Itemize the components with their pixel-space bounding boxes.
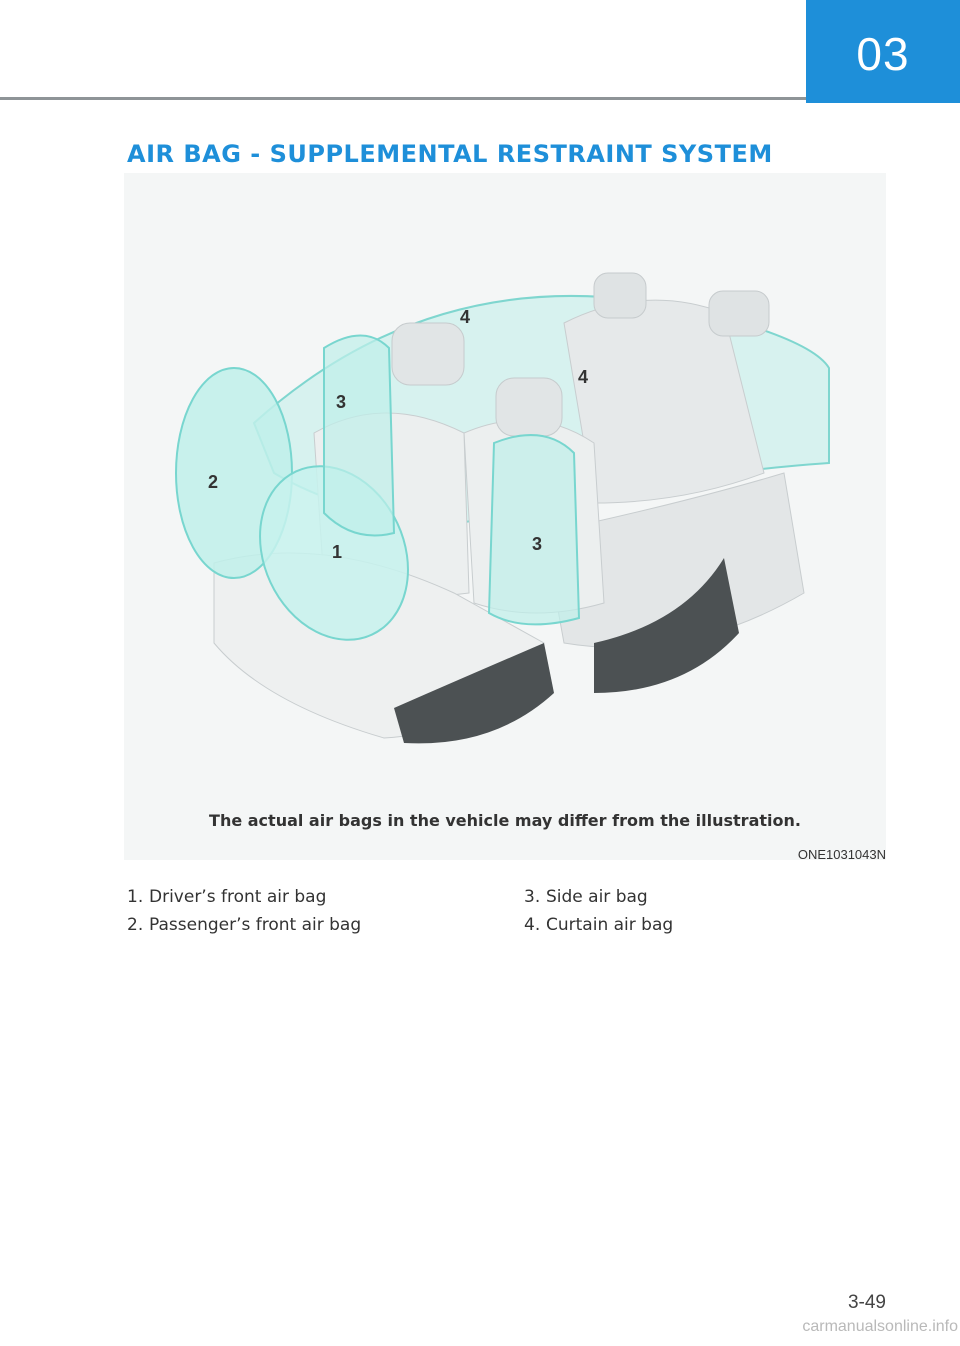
figure-caption: The actual air bags in the vehicle may d…	[209, 811, 801, 830]
watermark-text: carmanualsonline.info	[802, 1318, 958, 1335]
callout-curtain-rear: 4	[578, 367, 588, 387]
front-headrest-right	[495, 377, 563, 437]
section-title: AIR BAG - SUPPLEMENTAL RESTRAINT SYSTEM	[127, 140, 773, 168]
legend-number: 2.	[127, 915, 144, 935]
legend-number: 4.	[524, 915, 541, 935]
legend-number: 3.	[524, 887, 541, 907]
legend-left: 1. Driver’s front air bag 2. Passenger’s…	[127, 883, 361, 939]
callout-curtain-front: 4	[460, 307, 470, 327]
rear-side-airbag	[487, 434, 581, 626]
figure-code: ONE1031043N	[797, 847, 886, 862]
front-headrest-left	[391, 322, 465, 386]
callout-driver-front: 1	[332, 542, 342, 562]
chapter-tab: 03	[806, 0, 960, 103]
legend-item: 4. Curtain air bag	[524, 911, 673, 939]
front-seat-rail	[394, 643, 554, 744]
legend-label: Passenger’s front air bag	[149, 915, 362, 935]
callout-side-front: 3	[336, 392, 346, 412]
callout-side-rear: 3	[532, 534, 542, 554]
rear-headrest-left	[593, 272, 647, 319]
legend-item: 2. Passenger’s front air bag	[127, 911, 361, 939]
chapter-number: 03	[856, 27, 910, 80]
legend-label: Driver’s front air bag	[149, 887, 327, 907]
rear-seat-rail	[594, 558, 739, 693]
rear-headrest-right	[708, 290, 770, 337]
legend-item: 3. Side air bag	[524, 883, 673, 911]
header-rule	[0, 97, 806, 100]
legend-right: 3. Side air bag 4. Curtain air bag	[524, 883, 673, 939]
callout-passenger-front: 2	[208, 472, 218, 492]
legend-label: Curtain air bag	[546, 915, 674, 935]
front-side-airbag	[323, 334, 396, 537]
legend-label: Side air bag	[546, 887, 648, 907]
airbag-diagram-svg: 4 4 3 3 2 1	[175, 272, 830, 744]
airbag-illustration: 4 4 3 3 2 1 The actual air bags in the v…	[124, 173, 886, 862]
page-number: 3-49	[847, 1292, 886, 1313]
legend-item: 1. Driver’s front air bag	[127, 883, 361, 911]
legend-number: 1.	[127, 887, 144, 907]
